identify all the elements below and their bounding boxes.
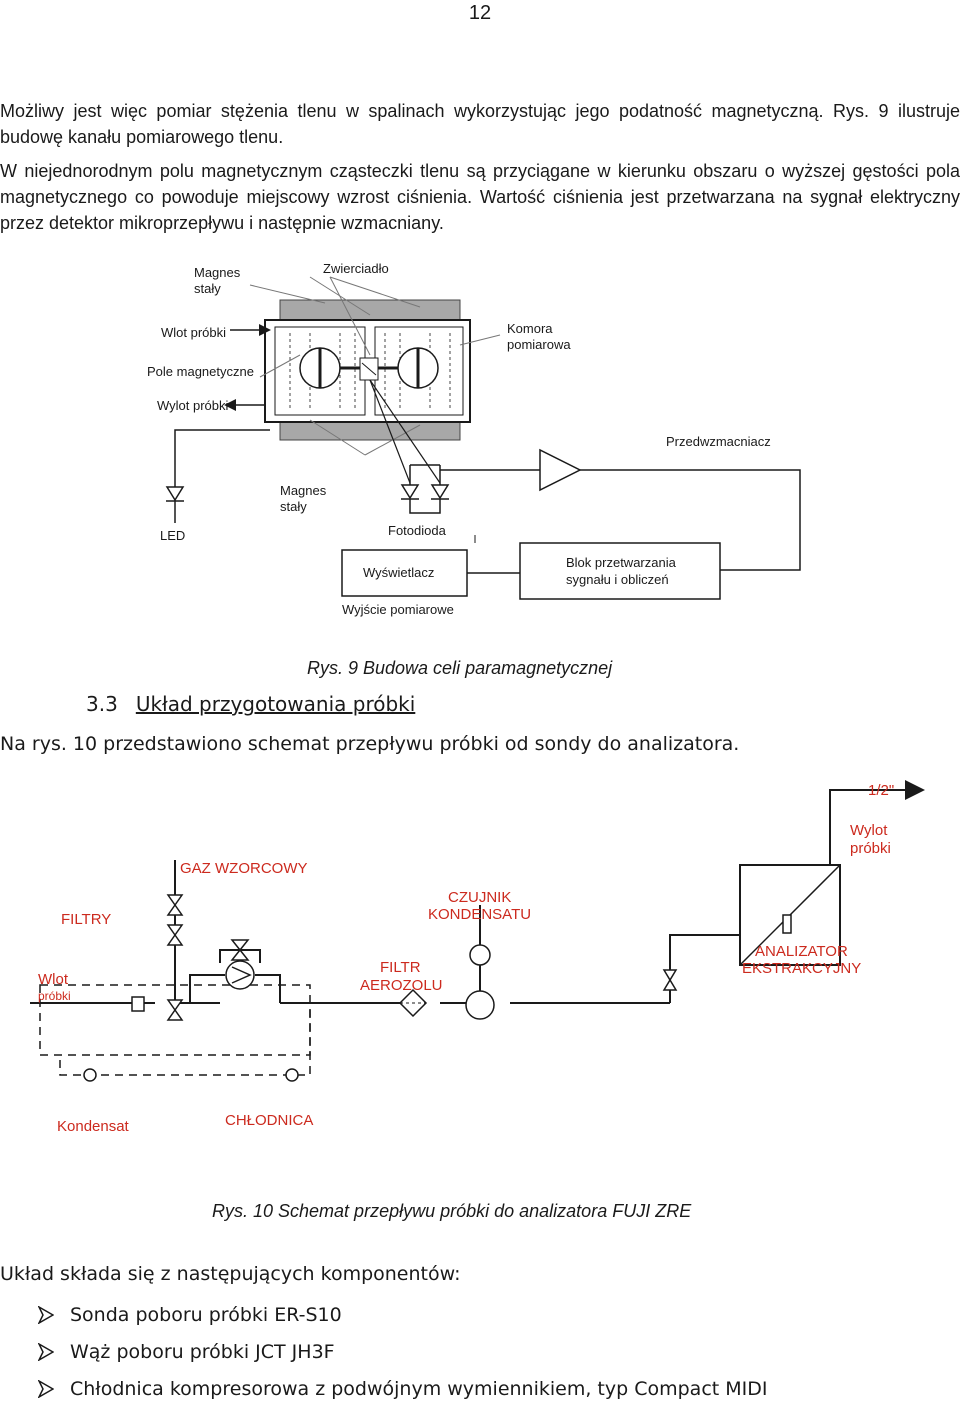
component-label: Sonda poboru próbki ER-S10 — [70, 1303, 342, 1326]
paragraph-1: Możliwy jest więc pomiar stężenia tlenu … — [0, 101, 960, 147]
figure-9-caption: Rys. 9 Budowa celi paramagnetycznej — [307, 658, 613, 678]
display-box — [341, 549, 468, 597]
label-chlodnica: CHŁODNICA — [225, 1112, 313, 1129]
label-zwierciadlo: Zwierciadło — [323, 261, 389, 276]
section-title: Układ przygotowania próbki — [135, 692, 416, 716]
paragraph-2: W niejednorodnym polu magnetycznym cząst… — [0, 161, 960, 233]
label-wylot-2: próbki — [850, 840, 891, 857]
label-analizator-2: EKSTRAKCYJNY — [742, 960, 861, 977]
label-czujnik-1: CZUJNIK — [448, 889, 511, 906]
label-wlot-probki: Wlot próbki — [161, 325, 226, 340]
component-label: Chłodnica kompresorowa z podwójnym wymie… — [70, 1377, 768, 1400]
list-item: Wąż poboru próbki JCT JH3F — [0, 1333, 768, 1370]
label-magnes-staly-top-2: stały — [194, 281, 221, 296]
label-komora-2: pomiarowa — [507, 337, 571, 352]
label-half-inch: 1/2" — [868, 782, 894, 799]
label-wylot-1: Wylot — [850, 822, 888, 839]
list-item: Sonda poboru próbki ER-S10 — [0, 1296, 768, 1333]
figure-10-intro: Na rys. 10 przedstawiono schemat przepły… — [0, 733, 740, 755]
label-magnes-staly-bottom-2: stały — [280, 499, 307, 514]
label-przedwzmacniacz: Przedwzmacniacz — [666, 434, 771, 449]
processing-block — [519, 542, 721, 600]
label-blok-1: Blok przetwarzania — [566, 555, 677, 570]
label-magnes-staly-bottom-1: Magnes — [280, 483, 327, 498]
label-filtr-2: AEROZOLU — [360, 977, 443, 994]
label-probki: próbki — [38, 989, 71, 1003]
label-kondensat: Kondensat — [57, 1118, 130, 1135]
label-gaz-wzorcowy: GAZ WZORCOWY — [180, 860, 308, 877]
components-list: Sonda poboru próbki ER-S10 Wąż poboru pr… — [0, 1296, 768, 1407]
section-heading: 3.3 Układ przygotowania próbki — [86, 690, 415, 718]
label-fotodioda: Fotodioda — [388, 523, 447, 538]
label-filtr-1: FILTR — [380, 959, 421, 976]
label-komora-1: Komora — [507, 321, 553, 336]
label-blok-2: sygnału i obliczeń — [566, 572, 669, 587]
page-number: 12 — [468, 2, 492, 24]
label-czujnik-2: KONDENSATU — [428, 906, 531, 923]
figure-10-caption: Rys. 10 Schemat przepływu próbki do anal… — [212, 1201, 692, 1221]
label-analizator-1: ANALIZATOR — [755, 943, 848, 960]
label-wlot: Wlot — [38, 971, 69, 988]
label-pole-magnetyczne: Pole magnetyczne — [147, 364, 254, 379]
components-intro: Układ składa się z następujących kompone… — [0, 1263, 461, 1285]
upper-magnet — [279, 299, 461, 323]
label-wyswietlacz: Wyświetlacz — [363, 565, 434, 580]
label-magnes-staly-top-1: Magnes — [194, 265, 241, 280]
section-number: 3.3 — [86, 692, 118, 716]
list-item: Chłodnica kompresorowa z podwójnym wymie… — [0, 1370, 768, 1407]
component-label: Wąż poboru próbki JCT JH3F — [70, 1340, 335, 1363]
label-filtry: FILTRY — [61, 911, 111, 928]
figure-9-paramagnetic-cell: Magnes stały Zwierciadło Wlot próbki Kom… — [147, 261, 801, 617]
label-led: LED — [160, 528, 185, 543]
label-wylot-probki: Wylot próbki — [157, 398, 229, 413]
figure-10-sample-flow: 1/2" Wylot próbki GAZ WZORCOWY CZUJNIK K… — [30, 780, 925, 1135]
label-wyjscie: Wyjście pomiarowe — [342, 602, 454, 617]
